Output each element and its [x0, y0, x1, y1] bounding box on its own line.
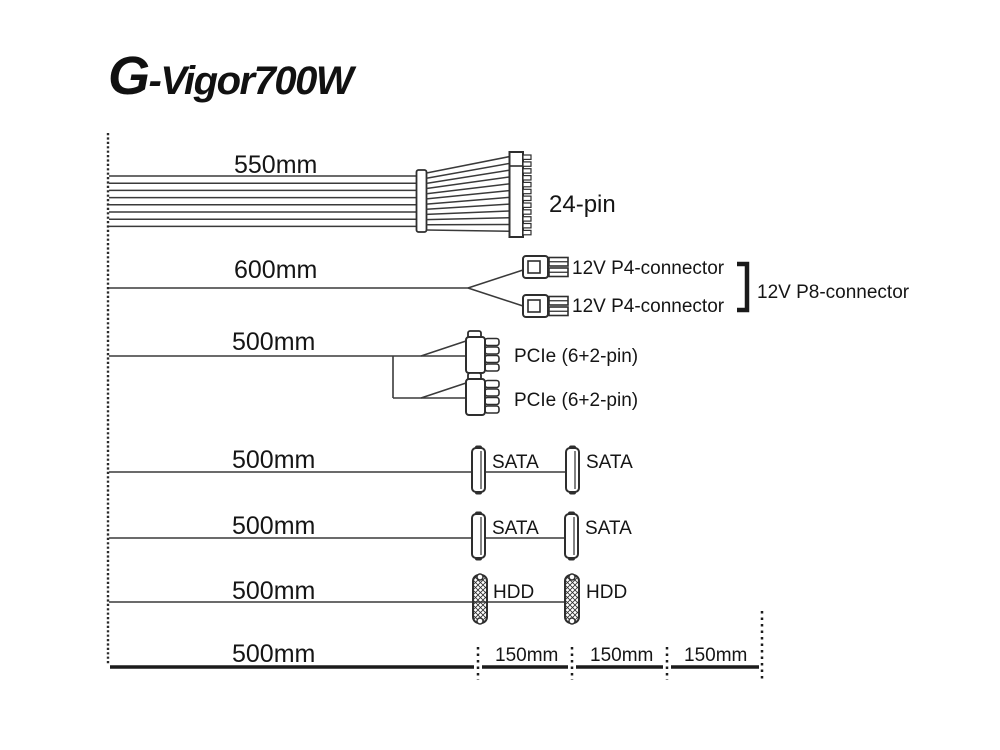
length-label-500mm-sata2: 500mm: [232, 512, 316, 540]
connector-label-sata-2a: SATA: [492, 518, 539, 539]
cable-24pin: [109, 151, 532, 238]
connector-p4-2: [522, 294, 569, 318]
connector-hdd-1: [472, 573, 488, 625]
p8-bracket: [737, 261, 750, 313]
connector-sata-2b: [564, 510, 579, 562]
connector-label-hdd-1: HDD: [493, 582, 535, 603]
connector-sata-1b: [565, 444, 580, 496]
cable-atx12v: [109, 255, 750, 318]
connector-sata-1a: [471, 444, 486, 496]
connector-label-sata-1b: SATA: [586, 452, 633, 473]
cable-pcie: [109, 330, 500, 416]
connector-label-p4-1: 12V P4-connector: [572, 258, 725, 279]
cable-hdd: [109, 573, 580, 625]
brand-logo: G -Vigor700W: [108, 46, 354, 106]
length-label-500mm-pcie: 500mm: [232, 328, 316, 356]
segment-label-150mm-1: 150mm: [495, 645, 559, 666]
connector-label-hdd-2: HDD: [586, 582, 628, 603]
connector-label-p4-2: 12V P4-connector: [572, 296, 725, 317]
wire-bundle: [109, 175, 417, 228]
branch-line: [420, 382, 467, 399]
connector-label-sata-1a: SATA: [492, 452, 539, 473]
cable-sata-1: [109, 444, 580, 496]
cable-sata-2: [109, 510, 579, 562]
segment-label-150mm-2: 150mm: [590, 645, 654, 666]
wire-fan: [426, 155, 511, 233]
connector-label-sata-2b: SATA: [585, 518, 632, 539]
branch-line: [467, 269, 524, 289]
connector-sata-2a: [471, 510, 486, 562]
branch-line: [420, 340, 467, 357]
connector-label-pcie-1: PCIe (6+2-pin): [514, 346, 639, 367]
length-label-550mm: 550mm: [234, 151, 318, 179]
cable-comb: [415, 169, 428, 233]
segment-label-150mm-3: 150mm: [684, 645, 748, 666]
connector-p4-1: [522, 255, 569, 279]
length-label-500mm-bottom: 500mm: [232, 640, 316, 668]
branch-line: [467, 287, 524, 307]
connector-24pin: [508, 151, 532, 238]
length-label-500mm-hdd: 500mm: [232, 577, 316, 605]
cable-bottom: [110, 611, 764, 681]
connector-label-pcie-2: PCIe (6+2-pin): [514, 390, 639, 411]
connector-label-p8: 12V P8-connector: [757, 282, 910, 303]
connector-hdd-2: [564, 573, 580, 625]
brand-text: -Vigor700W: [148, 59, 354, 103]
segment-dividers: [476, 611, 764, 681]
connector-pcie-1: [465, 330, 500, 374]
length-label-500mm-sata1: 500mm: [232, 446, 316, 474]
connector-label-24pin: 24-pin: [549, 191, 616, 218]
connector-pcie-2: [465, 372, 500, 416]
connector-pins: [522, 154, 532, 236]
brand-glyph: G: [108, 46, 150, 106]
length-label-600mm: 600mm: [234, 256, 318, 284]
